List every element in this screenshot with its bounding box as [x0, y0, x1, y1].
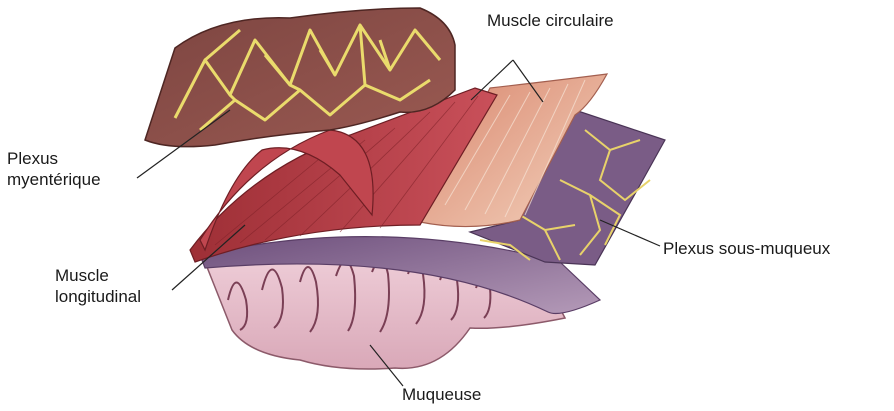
label-muscle-longitudinal: Muscle longitudinal	[55, 265, 141, 307]
label-plexus-myenterique: Plexus myentérique	[7, 148, 101, 190]
label-muscle-longitudinal-line1: Muscle	[55, 265, 141, 286]
label-muscle-circulaire: Muscle circulaire	[487, 10, 614, 31]
label-plexus-sous-muqueux: Plexus sous-muqueux	[663, 238, 830, 259]
label-plexus-myenterique-line2: myentérique	[7, 169, 101, 190]
label-muscle-longitudinal-line2: longitudinal	[55, 286, 141, 307]
label-plexus-myenterique-line1: Plexus	[7, 148, 101, 169]
label-muqueuse: Muqueuse	[402, 384, 481, 405]
